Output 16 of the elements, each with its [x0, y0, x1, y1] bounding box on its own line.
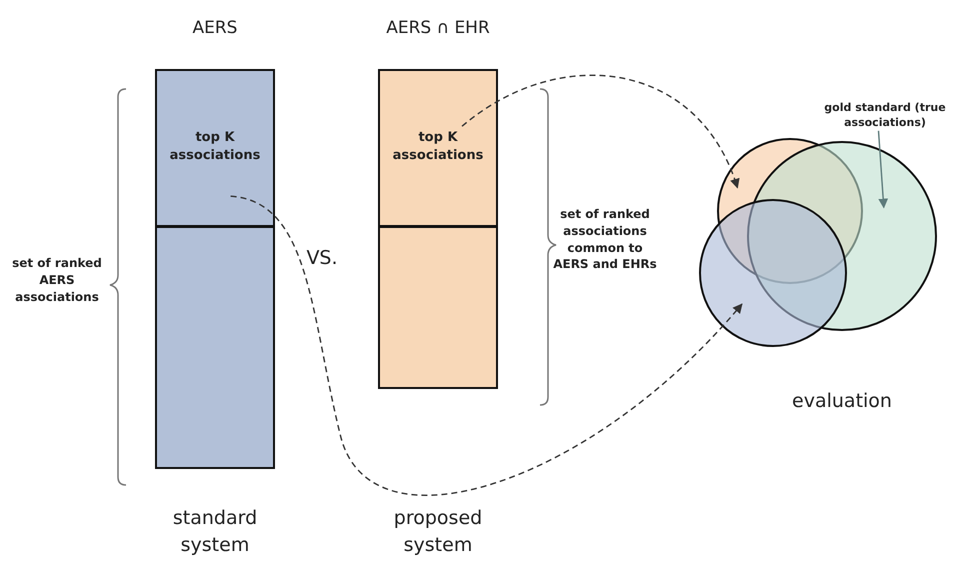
column-heading: AERS ∩ EHR [385, 18, 491, 38]
ranked-section: top K associations [378, 69, 498, 228]
column-caption: proposed system [392, 506, 484, 558]
bracket-label: set of ranked AERS associations [11, 255, 103, 306]
section-caption: evaluation [791, 389, 893, 414]
versus-label: VS. [305, 246, 339, 271]
column-heading: AERS [192, 18, 238, 38]
bar-section [155, 228, 275, 469]
arrow [230, 196, 743, 496]
bar-section [378, 228, 498, 389]
arrow [878, 130, 888, 208]
annotation-text: gold standard (true associations) [820, 100, 950, 131]
column-caption: standard system [172, 506, 258, 558]
bracket-label: set of ranked associations common to AERS and EHRs [552, 206, 658, 274]
arrow [462, 74, 739, 189]
ranked-section: top K associations [155, 69, 275, 228]
